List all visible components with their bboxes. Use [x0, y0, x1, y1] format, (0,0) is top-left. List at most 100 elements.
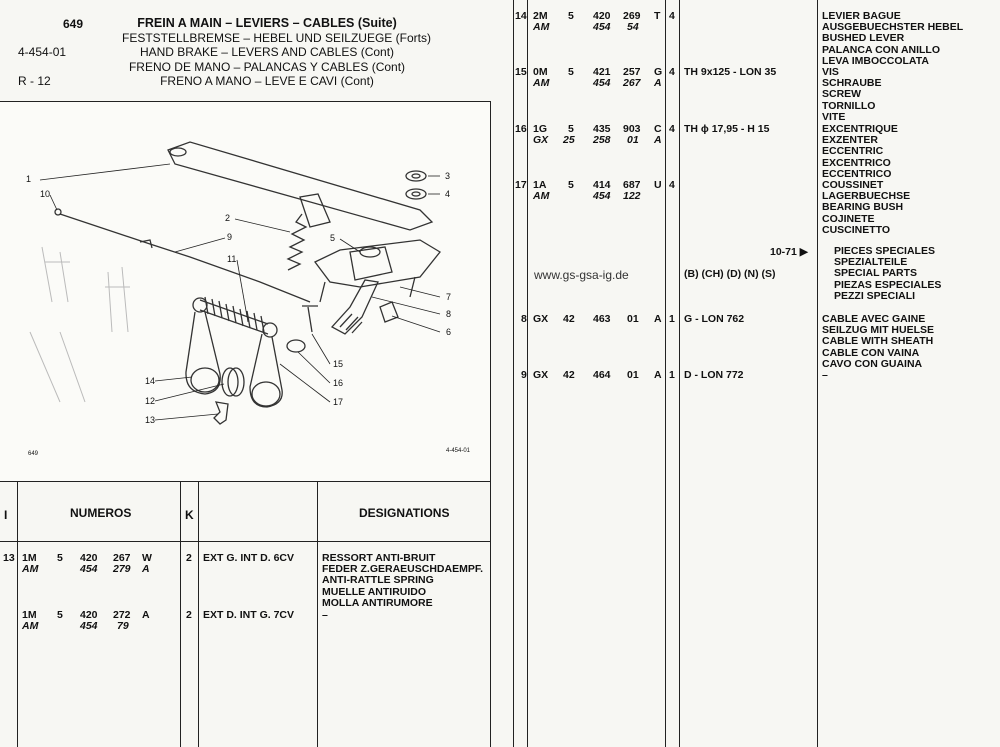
row-code5b: A: [142, 563, 150, 575]
website-watermark[interactable]: www.gs-gsa-ig.de: [534, 268, 629, 282]
callout-4: 4: [445, 189, 451, 199]
callout-7: 7: [446, 292, 452, 302]
desc-de: SCHRAUBE: [822, 77, 882, 90]
row-code3: 420: [80, 552, 98, 564]
special-date: 10-71 ▶: [770, 246, 808, 258]
desc-it: LEVA IMBOCCOLATA: [822, 54, 929, 67]
callout-2: 2: [225, 213, 231, 223]
row-code3: 435: [593, 123, 611, 135]
desc-en: BEARING BUSH: [822, 201, 904, 214]
row-code2: 5: [568, 10, 574, 22]
title-de: FESTSTELLBREMSE – HEBEL UND SEILZUEGE (F…: [122, 30, 431, 45]
row-k: 4: [669, 179, 675, 191]
diagram-footer-ref: 4-454-01: [446, 448, 471, 454]
row-k: 1: [669, 369, 675, 381]
table-row: 17 1A AM 5 414 454 687 122 U 4: [513, 179, 823, 210]
table-row: 13 1M AM 5 420 454 267 279 W A 2 EXT G. …: [0, 552, 490, 613]
table-row: 9 GX 42 464 01 A 1 D - LON 772: [513, 369, 823, 384]
title-en: HAND BRAKE – LEVERS AND CABLES (Cont): [139, 45, 395, 59]
title-it: FRENO A MANO – LEVE E CAVI (Cont): [160, 74, 374, 88]
row-index: 9: [521, 369, 527, 381]
page-title-block: FREIN A MAIN – LEVIERS – CABLES (Suite) …: [122, 16, 431, 89]
col-rule-k: [198, 481, 199, 747]
callout-13: 13: [145, 415, 156, 425]
desc-en: SPECIAL PARTS: [834, 267, 918, 280]
row-index: 14: [515, 10, 527, 22]
desc-en: ECCENTRIC: [822, 145, 884, 158]
row-code1: GX: [533, 313, 549, 325]
row-index: 13: [3, 552, 15, 564]
header-col-k: K: [185, 508, 194, 522]
desc-es: CABLE CON VAINA: [822, 346, 920, 359]
table-header-rule: [0, 541, 490, 542]
title-fr: FREIN A MAIN – LEVIERS – CABLES (Suite): [137, 16, 397, 30]
ref-model: R - 12: [18, 74, 51, 88]
callout-5: 5: [330, 233, 336, 243]
row-code1b: AM: [533, 21, 550, 33]
table-row: 1M AM 5 420 454 272 79 A 2 EXT D. INT G.…: [0, 609, 490, 640]
desc-dash: –: [822, 369, 828, 381]
row-code3b: 454: [593, 77, 611, 89]
desc-fr: EXCENTRIQUE: [822, 123, 898, 135]
row-code3b: 454: [593, 21, 611, 33]
special-parts-block: PIECES SPECIALES SPEZIALTEILE SPECIAL PA…: [834, 245, 941, 302]
desc-it: MOLLA ANTIRUMORE: [322, 596, 433, 609]
row-note: G - LON 762: [684, 313, 745, 325]
row-code5b: A: [654, 77, 662, 89]
row-code3b: 258: [593, 134, 611, 146]
desc-it: ECCENTRICO: [822, 167, 892, 180]
row-code2: 5: [568, 66, 574, 78]
row-code3: 414: [593, 179, 611, 191]
row-index: 15: [515, 66, 527, 78]
right-col-rule-numeros: [665, 0, 666, 747]
row-code5: C: [654, 123, 662, 135]
row-code4b: 267: [623, 77, 641, 89]
row-code4: 687: [623, 179, 641, 191]
desc-de: SPEZIALTEILE: [834, 256, 908, 269]
row-note: EXT D. INT G. 7CV: [203, 609, 295, 621]
row-note: TH 9x125 - LON 35: [684, 66, 777, 78]
row-code3: 420: [80, 609, 98, 621]
row-code4b: 79: [117, 620, 129, 632]
row-code2: 5: [568, 123, 574, 135]
col-rule-note: [317, 481, 318, 747]
desc-it: PEZZI SPECIALI: [834, 289, 916, 302]
row-code5: T: [654, 10, 661, 22]
callout-8: 8: [446, 309, 452, 319]
row-code1b: AM: [22, 563, 39, 575]
desc-en: ANTI-RATTLE SPRING: [322, 574, 434, 587]
row-code1: 1G: [533, 123, 548, 135]
desc-en: BUSHED LEVER: [822, 32, 905, 45]
row-code5: W: [142, 552, 152, 564]
row-code3: 463: [593, 313, 611, 325]
row-note: EXT G. INT D. 6CV: [203, 552, 295, 564]
row-code2: 5: [57, 552, 63, 564]
desc-de: FEDER Z.GERAEUSCHDAEMPF.: [322, 563, 484, 576]
desc-it: CUSCINETTO: [822, 223, 891, 236]
col-rule-right-edge: [490, 481, 491, 747]
row-code3: 464: [593, 369, 611, 381]
desc-es: COJINETE: [822, 212, 875, 225]
callout-14: 14: [145, 376, 156, 386]
row-code2: 42: [563, 369, 575, 381]
row-code1: 1A: [533, 179, 547, 191]
row-k: 4: [669, 123, 675, 135]
diagram-footer-page: 649: [28, 451, 39, 457]
desc-es: MUELLE ANTIRUIDO: [322, 585, 427, 598]
row-designation: CABLE AVEC GAINE SEILZUG MIT HUELSE CABL…: [822, 313, 935, 370]
row-code1: GX: [533, 369, 549, 381]
row-code5: A: [654, 369, 662, 381]
row-code1b: GX: [533, 134, 549, 146]
desc-de: SEILZUG MIT HUELSE: [822, 324, 935, 337]
row-code4b: 54: [627, 21, 639, 33]
diagram-drawing: [29, 141, 441, 425]
special-countries: (B) (CH) (D) (N) (S): [684, 268, 776, 280]
desc-fr: LEVIER BAGUE: [822, 10, 901, 22]
callout-6: 6: [446, 327, 452, 337]
table-row: 16 1G GX 5 25 435 258 903 01 C A 4 TH ϕ …: [513, 123, 823, 154]
row-code1: 2M: [533, 10, 548, 22]
row-index: 8: [521, 313, 527, 325]
row-code4: 267: [113, 552, 131, 564]
row-code4b: 01: [627, 134, 639, 146]
callout-1: 1: [26, 174, 32, 184]
